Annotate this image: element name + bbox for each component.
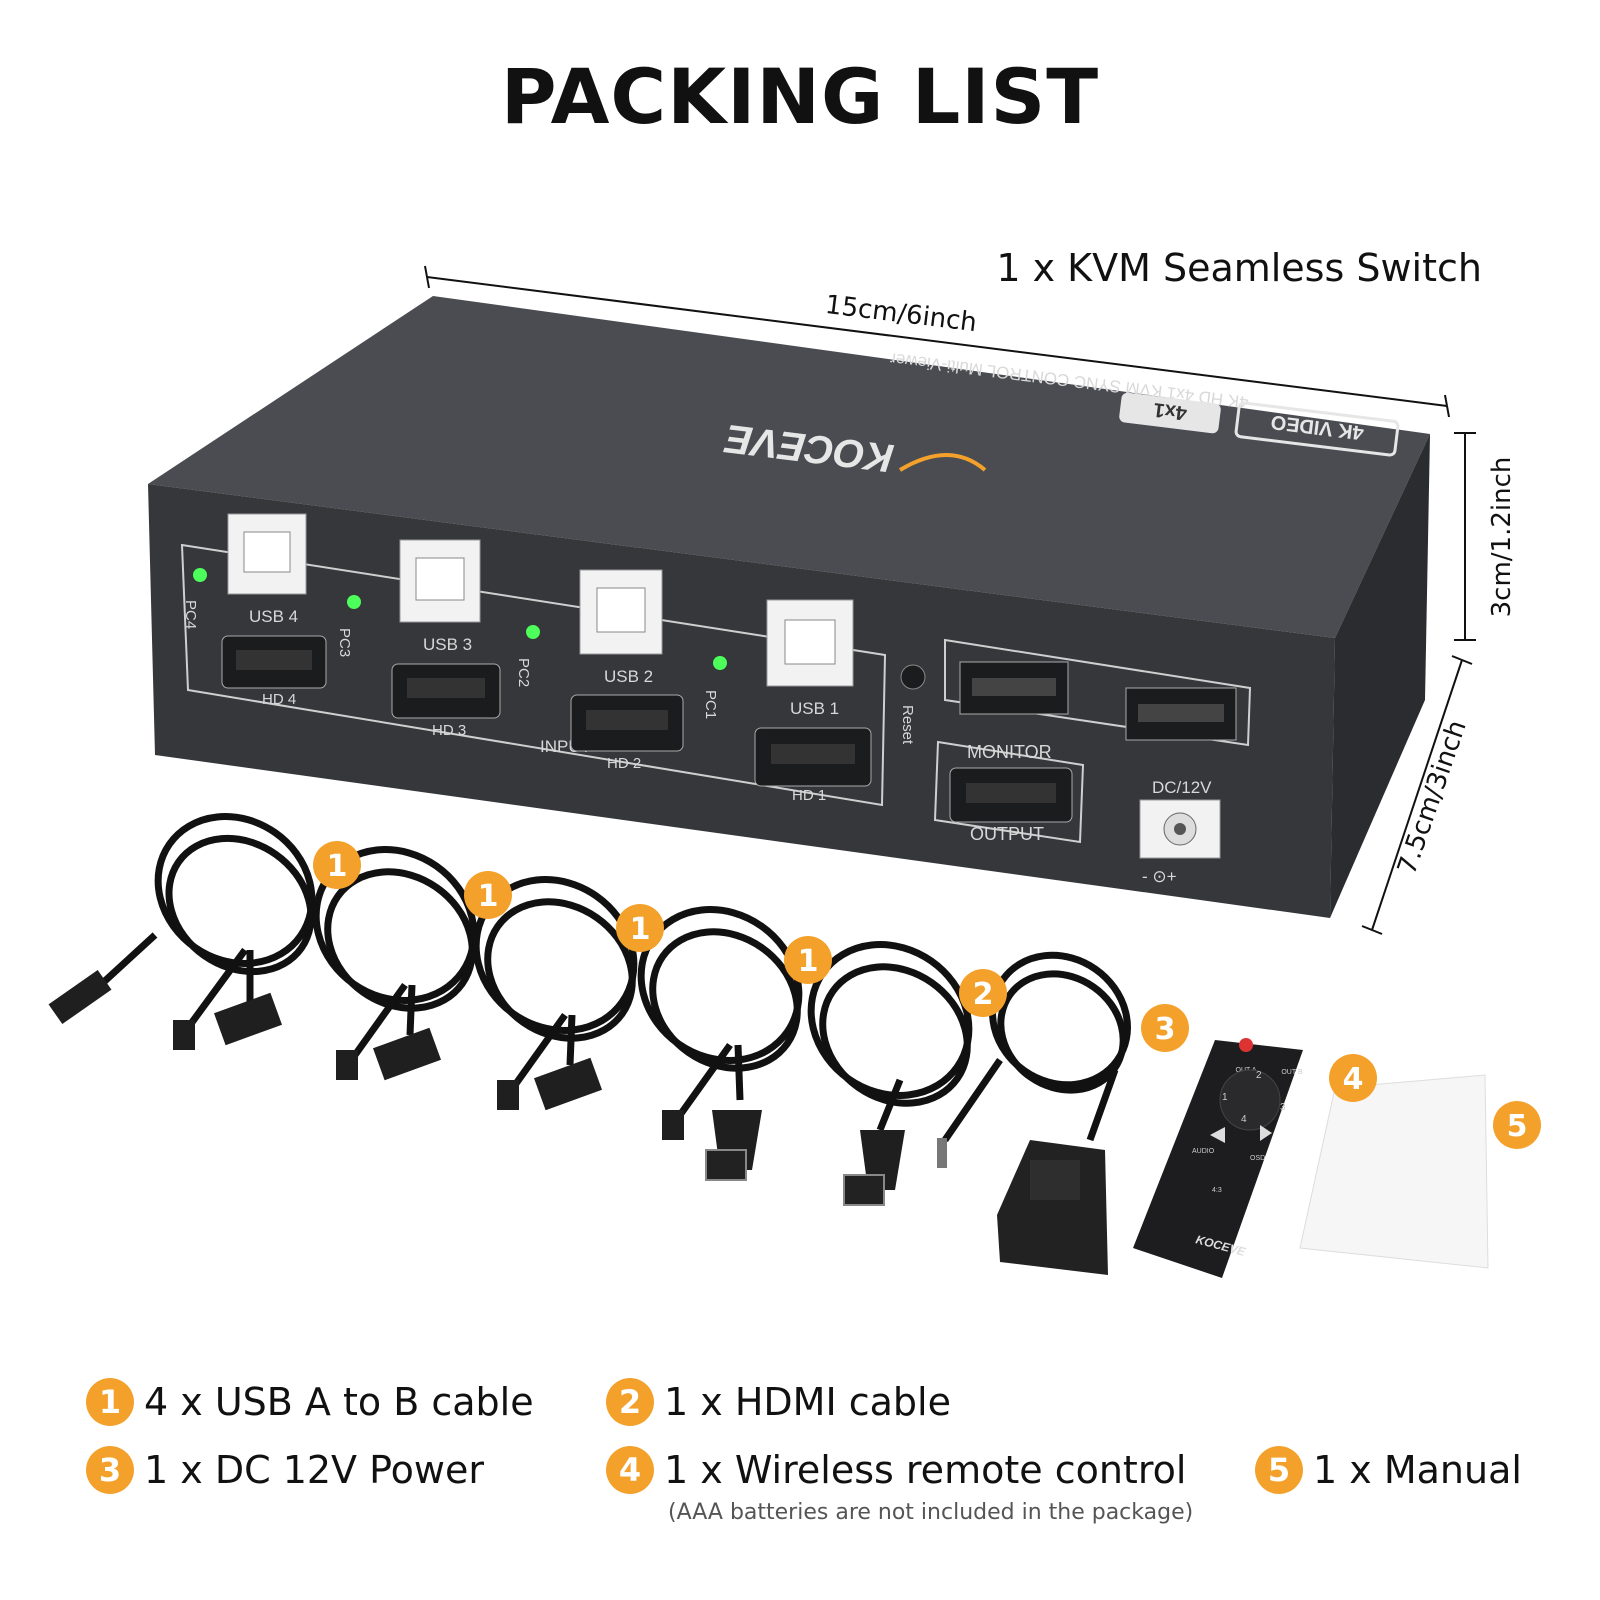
usb-cable-3 (472, 876, 638, 1088)
led-pc3 (347, 595, 361, 609)
svg-text:1: 1 (478, 879, 499, 914)
legend-badge: 2 (606, 1378, 654, 1426)
badge-3: 3 (1141, 1004, 1189, 1052)
usb-port-4: USB 4 (227, 513, 307, 626)
power-adapter (937, 951, 1131, 1275)
badge-4x1: 4x1 (1119, 392, 1221, 434)
svg-text:HD 2: HD 2 (607, 755, 641, 772)
svg-text:4: 4 (1343, 1062, 1364, 1097)
remote-control: OUT A OUT B 1 2 3 4 AUDIO OSD 4:3 KOCEVE (1133, 1038, 1303, 1278)
polarity-label: - ⊙+ (1142, 867, 1177, 886)
hdmi-output-port (949, 767, 1073, 823)
badge-1-b: 1 (464, 871, 512, 919)
power-label: DC/12V (1152, 778, 1212, 797)
pc4-label: PC4 (182, 600, 199, 629)
hdmi-port-1: HD 1 (754, 727, 872, 804)
usb-cable-1 (92, 813, 316, 1028)
hdmi-port-2: HD 2 (570, 694, 684, 772)
switch-caption: 1 x KVM Seamless Switch (996, 246, 1482, 290)
badge-1-c: 1 (616, 904, 664, 952)
legend-text: 4 x USB A to B cable (144, 1380, 534, 1424)
page-title: PACKING LIST (500, 52, 1100, 141)
battery-note: (AAA batteries are not included in the p… (668, 1500, 1194, 1525)
kvm-switch: 4K HD 4x1 KVM SYNC CONTROL Multi-Viewer … (148, 296, 1430, 918)
svg-text:4: 4 (1241, 1114, 1247, 1125)
svg-text:3: 3 (1280, 1102, 1286, 1113)
manual (1299, 1074, 1489, 1269)
legend-item-remote: 4 1 x Wireless remote control (606, 1446, 1186, 1494)
svg-text:USB 2: USB 2 (604, 667, 653, 686)
badge-5: 5 (1493, 1101, 1541, 1149)
badge-1-d: 1 (784, 936, 832, 984)
legend-badge: 5 (1255, 1446, 1303, 1494)
legend-text: 1 x DC 12V Power (144, 1448, 485, 1492)
badge-2: 2 (959, 969, 1007, 1017)
svg-text:HD 1: HD 1 (792, 787, 826, 804)
hdmi-port-3: HD 3 (391, 663, 501, 739)
pc2-label: PC2 (515, 658, 532, 687)
legend-text: 1 x HDMI cable (664, 1380, 951, 1424)
badge-4: 4 (1329, 1054, 1377, 1102)
legend-item-hdmi-cable: 2 1 x HDMI cable (606, 1378, 951, 1426)
output-group-outline (933, 740, 1085, 844)
mouse-usb-port (1125, 687, 1237, 741)
legend-text: 1 x Wireless remote control (664, 1448, 1187, 1492)
legend-item-usb-cable: 1 4 x USB A to B cable (86, 1378, 534, 1426)
svg-text:OSD: OSD (1250, 1155, 1265, 1162)
led-pc2 (526, 625, 540, 639)
legend-item-manual: 5 1 x Manual (1255, 1446, 1522, 1494)
svg-text:USB 3: USB 3 (423, 635, 472, 654)
pc1-label: PC1 (702, 690, 719, 719)
peripheral-group-outline (944, 638, 1252, 747)
reset-button (900, 664, 926, 690)
svg-text:USB 1: USB 1 (790, 699, 839, 718)
output-label: OUTPUT (970, 824, 1044, 844)
svg-text:1: 1 (798, 944, 819, 979)
usb-port-1: USB 1 (766, 599, 854, 718)
legend-text: 1 x Manual (1313, 1448, 1522, 1492)
svg-text:4:3: 4:3 (1212, 1187, 1222, 1194)
led-pc1 (713, 656, 727, 670)
dimension-height: 3cm/1.2inch (1454, 432, 1517, 641)
svg-text:3: 3 (1155, 1012, 1176, 1047)
svg-text:AUDIO: AUDIO (1192, 1148, 1215, 1155)
svg-text:1: 1 (1222, 1092, 1228, 1103)
svg-text:1: 1 (630, 912, 651, 947)
legend-badge: 3 (86, 1446, 134, 1494)
svg-text:USB 4: USB 4 (249, 607, 298, 626)
monitor-label: MONITOR (967, 742, 1052, 762)
svg-text:OUT B: OUT B (1281, 1069, 1303, 1076)
keyboard-usb-port (959, 661, 1069, 715)
reset-label: Reset (899, 705, 916, 745)
svg-text:1: 1 (327, 849, 348, 884)
svg-text:2: 2 (973, 977, 994, 1012)
legend-item-power: 3 1 x DC 12V Power (86, 1446, 484, 1494)
svg-text:HD 3: HD 3 (432, 722, 466, 739)
usb-port-3: USB 3 (399, 539, 481, 654)
height-label: 3cm/1.2inch (1487, 457, 1517, 618)
legend-badge: 4 (606, 1446, 654, 1494)
svg-text:4x1: 4x1 (1152, 398, 1188, 424)
led-pc4 (193, 568, 207, 582)
svg-text:HD 4: HD 4 (262, 691, 296, 708)
legend-badge: 1 (86, 1378, 134, 1426)
pc3-label: PC3 (336, 628, 353, 657)
hdmi-port-4: HD 4 (221, 635, 327, 708)
usb-port-2: USB 2 (579, 569, 663, 686)
svg-text:5: 5 (1507, 1109, 1528, 1144)
badge-1-a: 1 (313, 841, 361, 889)
svg-text:2: 2 (1256, 1070, 1262, 1081)
